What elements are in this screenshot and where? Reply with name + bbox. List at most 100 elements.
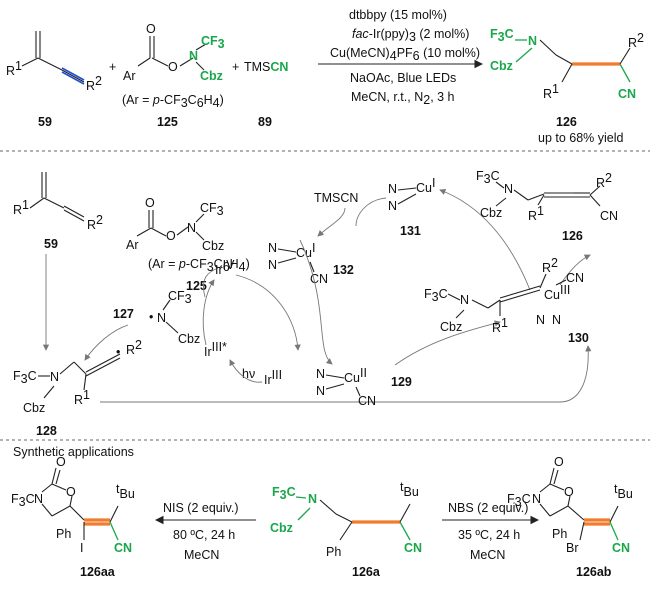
label-126ab: 126ab — [576, 565, 612, 579]
mech-radical-128: F3C N Cbz R1 • R2 128 — [13, 338, 142, 438]
cu-complex-130: F3C N Cbz R1 R2 CuIII CN N N 130 — [424, 256, 589, 345]
mech-label-132: 132 — [333, 263, 354, 277]
ab-cf3: F3C — [507, 492, 531, 509]
nbs-conditions: 35 ºC, 24 h — [458, 528, 520, 542]
plus-sign-2: + — [232, 60, 239, 74]
ester-125-structure: O Ar O N CF3 Cbz (Ar = p-CF3C6H4) 125 — [122, 22, 225, 129]
arrow-131-to-132 — [355, 197, 387, 227]
c129-cu: CuII — [344, 366, 367, 385]
ir-arrow-3 — [229, 359, 263, 383]
nis-reagent: NIS (2 equiv.) — [163, 501, 239, 515]
synthetic-applications: Synthetic applications F3C N O O Ph I tB… — [11, 445, 633, 579]
compound-label-126: 126 — [556, 115, 577, 129]
product-126aa: F3C N O O Ph I tBu CN 126aa — [11, 455, 135, 579]
mech-label-131: 131 — [400, 224, 421, 238]
product-126ab: F3C N O O Ph Br tBu CN 126ab — [507, 455, 633, 579]
m128-n: N — [50, 370, 59, 384]
mech-n: N — [187, 221, 196, 235]
ab-carbonyl-o: O — [554, 455, 564, 469]
aa-carbonyl-o: O — [56, 455, 66, 469]
tmscn-reagent: TMSCN — [244, 60, 288, 74]
aa-n: N — [34, 492, 43, 506]
ab-tbu: tBu — [614, 482, 633, 501]
mech-tmscn: TMSCN — [314, 191, 358, 205]
mech-product-126: F3C N Cbz R1 R2 CN 126 — [476, 169, 618, 243]
mech-ar-def: (Ar = p-CF3C6H4) — [148, 257, 250, 274]
product-n: N — [528, 34, 537, 48]
label-126a: 126a — [352, 565, 381, 579]
aa-ring-o: O — [66, 485, 76, 499]
mech-carbonyl-o: O — [145, 196, 155, 210]
product-126a: F3C N Cbz Ph tBu CN 126a — [270, 480, 422, 579]
cu-complex-131: N N CuI 131 — [388, 176, 435, 238]
m126-cbz: Cbz — [480, 206, 502, 220]
cu-complex-129: N N CuII CN 129 — [316, 366, 412, 408]
m130-n2: N — [552, 313, 561, 327]
cf3-green: CF3 — [201, 34, 225, 51]
mech-ar: Ar — [126, 238, 139, 252]
radical-n: N — [157, 311, 166, 325]
a-cf3: F3C — [272, 485, 296, 502]
mech-label-127: 127 — [113, 307, 134, 321]
condition-solvent: MeCN, r.t., N2, 3 h — [351, 90, 455, 107]
product-cn: CN — [618, 87, 636, 101]
product-r1: R1 — [543, 82, 559, 101]
arrow-tmscn — [317, 207, 346, 237]
aa-tbu: tBu — [116, 482, 135, 501]
mech-cbz: Cbz — [202, 239, 224, 253]
compound-label-89: 89 — [258, 115, 272, 129]
ir-iii-star: IrIII* — [204, 340, 227, 359]
c131-n1: N — [388, 182, 397, 196]
product-126-structure: F3C N Cbz R1 R2 CN 126 up to 68% yield — [490, 27, 644, 145]
mech-label-126: 126 — [562, 229, 583, 243]
cbz-green: Cbz — [200, 69, 223, 83]
radical-dot: • — [149, 310, 153, 324]
r1-label: R1 — [6, 59, 22, 78]
m126-cf3: F3C — [476, 169, 500, 186]
mech-label-125: 125 — [186, 279, 207, 293]
mech-r2: R2 — [87, 213, 103, 232]
compound-label-59: 59 — [38, 115, 52, 129]
radical-cf3: CF3 — [168, 289, 192, 306]
cu-complex-132: N N CuI CN 132 — [268, 241, 354, 286]
ar-label: Ar — [123, 69, 136, 83]
product-r2: R2 — [628, 31, 644, 50]
ab-bromo: Br — [566, 541, 579, 555]
nitrogen-green: N — [189, 49, 198, 63]
ir-iii: IrIII — [264, 368, 282, 387]
m128-r1: R1 — [74, 388, 90, 407]
m130-cn: CN — [566, 271, 584, 285]
m130-r1: R1 — [492, 316, 508, 335]
ir-arrow-2 — [235, 274, 301, 351]
mech-ester-o: O — [166, 229, 176, 243]
mech-enyne-59: R1 R2 59 — [13, 172, 103, 251]
product-cbz: Cbz — [490, 59, 513, 73]
aa-cn: CN — [114, 541, 132, 555]
mech-label-130: 130 — [568, 331, 589, 345]
plus-sign: + — [109, 60, 116, 74]
radical-cbz: Cbz — [178, 332, 200, 346]
m126-n: N — [504, 182, 513, 196]
m130-n: N — [460, 293, 469, 307]
carbonyl-o: O — [146, 22, 156, 36]
m128-cbz: Cbz — [23, 401, 45, 415]
m130-cbz: Cbz — [440, 320, 462, 334]
m126-r2: R2 — [596, 171, 612, 190]
a-ph: Ph — [326, 545, 341, 559]
condition-ligand: dtbbpy (15 mol%) — [349, 8, 447, 22]
m128-dot: • — [116, 345, 120, 359]
m130-cf3: F3C — [424, 287, 448, 304]
nis-solvent: MeCN — [184, 548, 219, 562]
aa-ph: Ph — [56, 527, 71, 541]
arrow-125-to-ir — [203, 267, 219, 298]
m128-r2: R2 — [126, 338, 142, 357]
nbs-reagent: NBS (2 equiv.) — [448, 501, 528, 515]
m130-cu: CuIII — [544, 283, 570, 302]
ab-cn: CN — [612, 541, 630, 555]
hv-label: hν — [242, 367, 255, 381]
ab-ph: Ph — [552, 527, 567, 541]
ester-o: O — [168, 60, 178, 74]
condition-base-light: NaOAc, Blue LEDs — [350, 71, 456, 85]
condition-photocatalyst: fac-Ir(ppy)3 (2 mol%) — [352, 27, 469, 44]
